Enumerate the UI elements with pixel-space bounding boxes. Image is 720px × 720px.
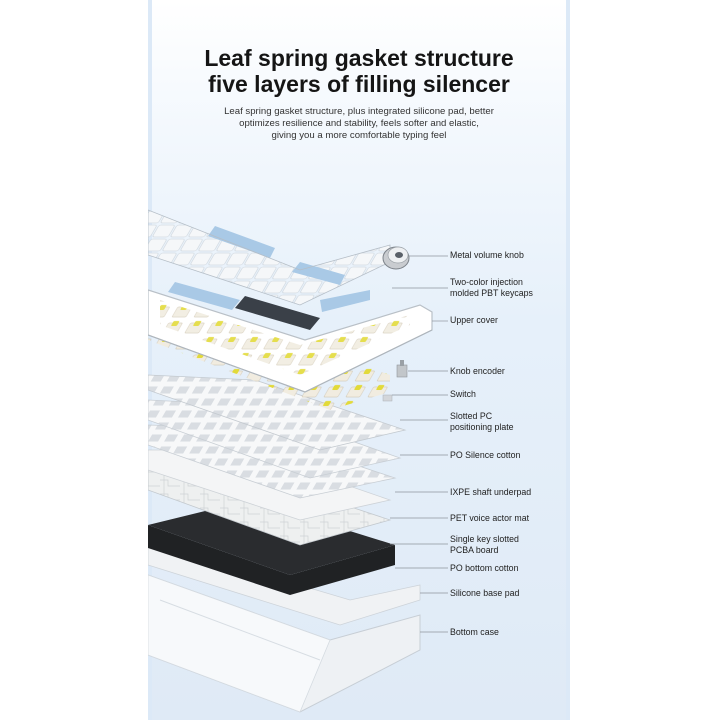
callout-label: molded PBT keycaps	[450, 288, 533, 298]
callout-label: Bottom case	[450, 627, 499, 637]
callout-label: Single key slotted	[450, 534, 519, 544]
callout-bottom-case: Bottom case	[450, 627, 499, 638]
description-line-2: optimizes resilience and stability, feel…	[239, 118, 479, 129]
callout-ixpe-underpad: IXPE shaft underpad	[450, 487, 531, 498]
metal-volume-knob	[382, 246, 410, 270]
callout-pet-mat: PET voice actor mat	[450, 513, 529, 524]
callout-label: PCBA board	[450, 545, 499, 555]
description-text: Leaf spring gasket structure, plus integ…	[180, 106, 538, 142]
keycaps-layer	[148, 209, 391, 330]
callout-label: Knob encoder	[450, 366, 505, 376]
headline-line-2: five layers of filling silencer	[208, 71, 510, 97]
callout-label: Silicone base pad	[450, 588, 520, 598]
callout-po-silence-cotton: PO Silence cotton	[450, 450, 520, 461]
leader-lines	[390, 255, 448, 633]
callout-label: Slotted PC	[450, 411, 493, 421]
callout-metal-volume-knob: Metal volume knob	[450, 250, 524, 261]
callout-label: Upper cover	[450, 315, 498, 325]
callout-label: Two-color injection	[450, 277, 523, 287]
callout-label: Switch	[450, 389, 476, 399]
callout-label: Metal volume knob	[450, 250, 524, 260]
callout-positioning-plate: Slotted PC positioning plate	[450, 411, 514, 433]
callout-switch: Switch	[450, 389, 476, 400]
callout-silicone-base-pad: Silicone base pad	[450, 588, 519, 599]
right-edge-strip	[566, 0, 570, 720]
callout-po-bottom-cotton: PO bottom cotton	[450, 563, 518, 574]
knob-encoder	[396, 360, 408, 378]
bottom-case-layer	[148, 574, 421, 713]
callout-label: IXPE shaft underpad	[450, 487, 532, 497]
callout-label: positioning plate	[450, 422, 514, 432]
description-line-1: Leaf spring gasket structure, plus integ…	[224, 106, 494, 117]
callout-label: PO bottom cotton	[450, 563, 519, 573]
callout-knob-encoder: Knob encoder	[450, 366, 505, 377]
callout-upper-cover: Upper cover	[450, 315, 498, 326]
callout-pcba-board: Single key slotted PCBA board	[450, 534, 519, 556]
description-line-3: giving you a more comfortable typing fee…	[271, 130, 447, 141]
headline-line-1: Leaf spring gasket structure	[204, 45, 514, 71]
po-bottom-cotton-layer	[148, 500, 395, 595]
callout-label: PET voice actor mat	[450, 513, 530, 523]
callout-label: PO Silence cotton	[450, 450, 521, 460]
left-edge-strip	[148, 0, 152, 720]
callout-pbt-keycaps: Two-color injection molded PBT keycaps	[450, 277, 533, 299]
